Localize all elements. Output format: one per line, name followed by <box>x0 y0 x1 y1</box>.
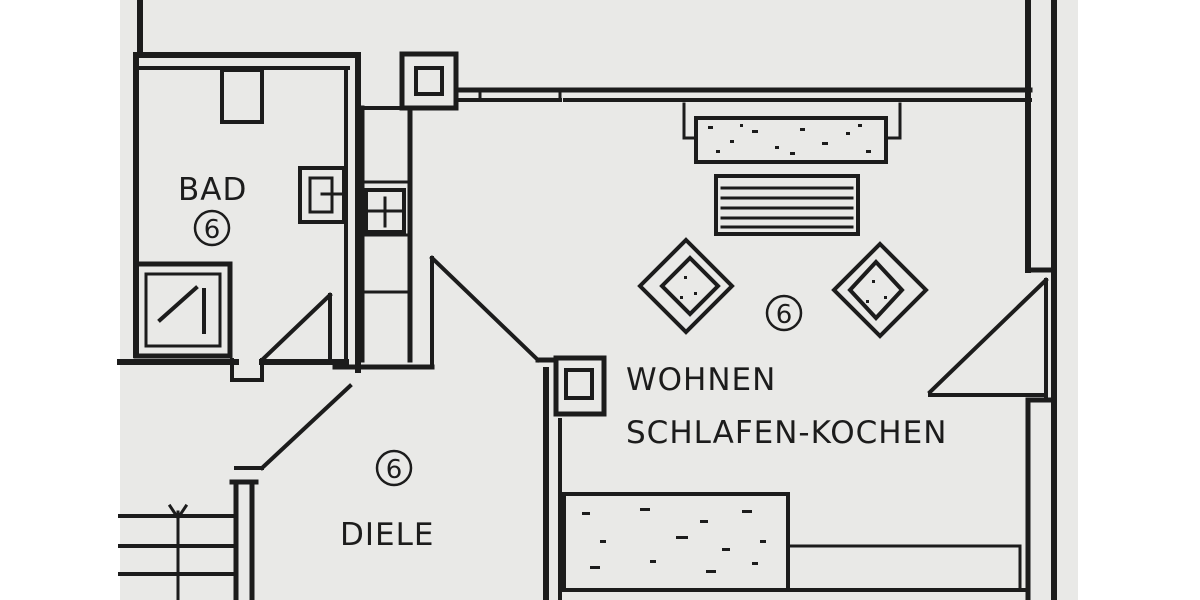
armchair-left <box>637 237 735 335</box>
room-number-circle-living <box>765 294 803 332</box>
bathtub <box>220 68 264 124</box>
wash-basin <box>298 166 346 224</box>
room-number-diele: 6 <box>386 455 403 485</box>
room-wohnen: 6 WOHNEN SCHLAFEN-KOCHEN <box>626 294 947 451</box>
furniture <box>133 68 1022 592</box>
room-number-bad: 6 <box>204 215 221 245</box>
room-bad: BAD 6 <box>178 172 247 247</box>
armchair-right <box>831 241 929 339</box>
room-label-schlafen-kochen: SCHLAFEN-KOCHEN <box>626 415 947 451</box>
room-number-living: 6 <box>776 300 793 330</box>
room-label-wohnen: WOHNEN <box>626 362 776 398</box>
walls <box>117 0 1057 600</box>
room-number-circle-bad <box>193 209 231 247</box>
bottom-counter <box>562 492 1022 592</box>
room-label-bad: BAD <box>178 172 247 208</box>
room-diele: 6 DIELE <box>340 449 434 553</box>
coffee-table <box>714 174 860 236</box>
sofa <box>682 102 902 164</box>
room-label-diele: DIELE <box>340 517 434 553</box>
room-number-circle-diele <box>375 449 413 487</box>
shower <box>133 261 233 359</box>
kitchen-sink <box>364 188 406 234</box>
